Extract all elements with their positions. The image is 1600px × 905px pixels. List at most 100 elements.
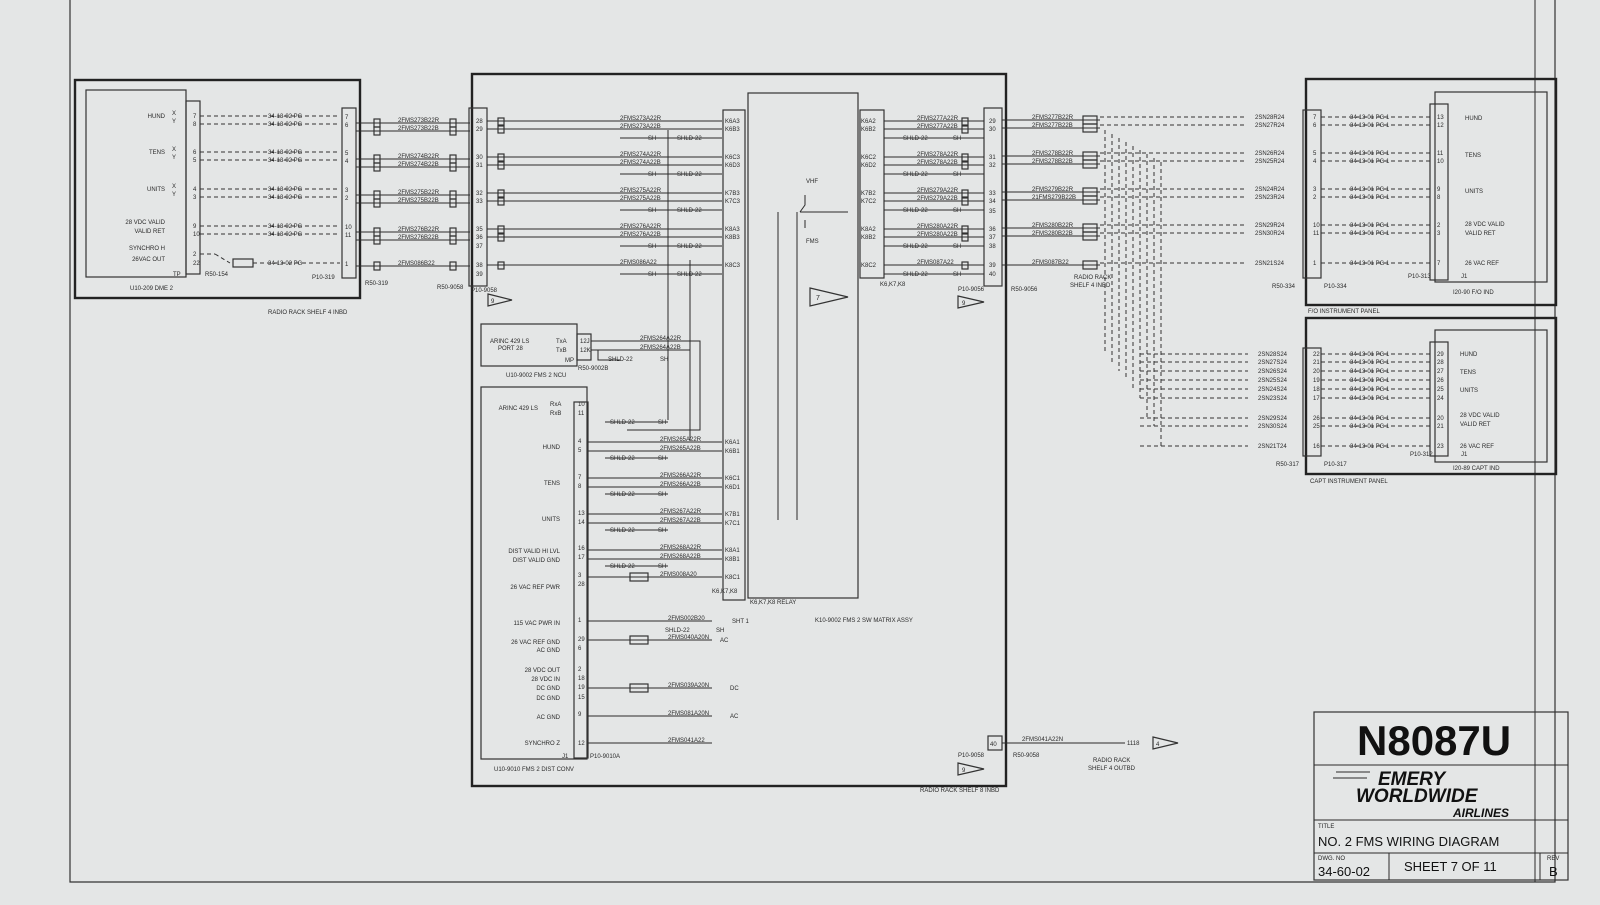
relay-short: K6,K7,K8 [712,589,738,595]
matrix-left-splice [497,261,505,270]
matrix-left-splice [497,189,505,198]
fo-pg-ref-3: 34-13-01 PG 1 [1350,159,1390,165]
capt-jack: J1 [1461,452,1468,458]
fo-label-3: 28 VDC VALID [1465,222,1505,228]
dme-splice [373,126,381,136]
matrix-sh-right-1: SH [953,172,961,178]
matrix-k-left-0: K6A3 [725,119,740,125]
fo-jack: J1 [1461,274,1468,280]
dme-shelf: RADIO RACK SHELF 4 INBD [268,310,348,316]
dist-resistor [629,683,649,693]
capt-wire-6: 2SN29S24 [1258,416,1288,422]
dme-pin-right-4: 3 [345,188,349,194]
matrix-pin-right-10: 39 [989,263,996,269]
capt-conn-right: P10-312 [1410,452,1433,458]
dist-label-5: DIST VALID GND [513,558,561,564]
matrix-shld-right-0: SHLD-22 [903,136,928,142]
fo-panel-name: F/O INSTRUMENT PANEL [1308,309,1380,315]
matrix-shelf: RADIO RACK SHELF 8 INBD [920,788,1000,794]
matrix-wire-right-1: 2FMS277A22B [917,124,958,130]
dist-wire-5: 2FMS267A22B [660,518,701,524]
fo-pin-right-8: 7 [1437,261,1441,267]
capt-pin-right-4: 25 [1437,387,1444,393]
ncu-port-2: PORT 28 [498,346,523,352]
matrix-pin-right-0: 29 [989,119,996,125]
fo-pin-left-2: 5 [1313,151,1317,157]
fo-label-0: HUND [1465,116,1483,122]
matrix-wire-left-3: 2FMS274A22B [620,160,661,166]
matrix-wire-right-0: 2FMS277A22R [917,116,959,122]
dist-pin-6: 13 [578,511,585,517]
rack-shelf-2: SHELF 4 INBD [1070,283,1111,289]
capt-wire-2: 2SN26S24 [1258,369,1288,375]
dist-label-6: 26 VAC REF PWR [510,585,560,591]
fo-pin-left-5: 2 [1313,195,1317,201]
dme-x-0: X [172,111,176,117]
dist-r-bottom: R50-9058 [1013,753,1040,759]
flag-right: 9 [957,295,985,309]
ncu-pin-b: 12K [580,348,591,354]
matrix-sh-left-3: SH [648,244,656,250]
matrix-pin-right-2: 31 [989,155,996,161]
dme-pin-left-2: 6 [193,150,197,156]
rack-connector [1082,159,1098,169]
dme-conn-right: P10-319 [312,275,335,281]
matrix-wire-right-6: 2FMS280A22R [917,224,959,230]
matrix-flag: 7 [809,287,849,307]
dist-label-9: AC GND [537,648,561,654]
matrix-pin-left-0: 28 [476,119,483,125]
title-block [1313,711,1569,881]
dme-wire-0: 2FMS273B22R [398,118,440,124]
dist-pin-9: 17 [578,555,585,561]
fo-pin-left-4: 3 [1313,187,1317,193]
dist-pin-15: 2 [578,667,582,673]
dist-flag: 4 [1152,736,1179,750]
dme-x-2: X [172,184,176,190]
fo-pin-left-0: 7 [1313,115,1317,121]
matrix-p-left: P10-9058 [471,288,498,294]
matrix-wire-right-4: 2FMS279A22R [917,188,959,194]
matrix-pin-left-1: 29 [476,127,483,133]
dme-pin-right-0: 7 [345,115,349,121]
dme-wire-5: 2FMS275B22B [398,198,439,204]
matrix-left-splice [497,233,505,242]
dme-pin-right-7: 11 [345,233,352,239]
fo-pg-ref-1: 34-13-01 PG 1 [1350,123,1390,129]
dist-pin-13: 29 [578,637,585,643]
dist-pin-5: 8 [578,484,582,490]
matrix-wire-left-1: 2FMS273A22B [620,124,661,130]
rack-wire-4: 2FMS279B22R [1032,187,1074,193]
ncu-box [480,323,592,367]
matrix-wire-left-2: 2FMS274A22R [620,152,662,158]
capt-wire-0: 2SN28S24 [1258,352,1288,358]
matrix-k-right-7: K8B2 [861,235,876,241]
matrix-pin-left-8: 37 [476,244,483,250]
matrix-sh-right-4: SH [953,272,961,278]
capt-pg-ref-7: 34-13-01 PG 1 [1350,424,1390,430]
dme-wire-3: 2FMS274B22B [398,162,439,168]
dist-pin-1: 11 [578,411,585,417]
dist-flag-bottom: 9 [957,762,985,776]
fo-pin-left-1: 6 [1313,123,1317,129]
dist-k-pin-2: K6C1 [725,476,741,482]
matrix-pin-right-9: 38 [989,244,996,250]
fms-label: FMS [806,239,819,245]
dist-power-wire-3: 2FMS081A20N [668,711,709,717]
tail-number: N8087U [1357,717,1511,764]
fo-pg-ref-4: 34-13-01 PG 1 [1350,187,1390,193]
svg-text:9: 9 [962,301,966,307]
fo-pin-right-3: 10 [1437,159,1444,165]
fo-conn-mid: P10-334 [1324,284,1347,290]
dist-sh-1: SH [658,456,666,462]
dist-tag-2: DC [730,686,739,692]
capt-pin-left-1: 21 [1313,360,1320,366]
dist-pin-20: 12 [578,741,585,747]
matrix-shld-left-0: SHLD-22 [677,136,702,142]
matrix-right-splice [961,189,969,198]
ncu-sh: SH [660,357,668,363]
dist-wire-6: 2FMS268A22R [660,545,702,551]
fo-pin-right-6: 2 [1437,223,1441,229]
matrix-shld-right-3: SHLD-22 [903,244,928,250]
dme-y-0: Y [172,119,176,125]
dme-pin-right-1: 6 [345,123,349,129]
